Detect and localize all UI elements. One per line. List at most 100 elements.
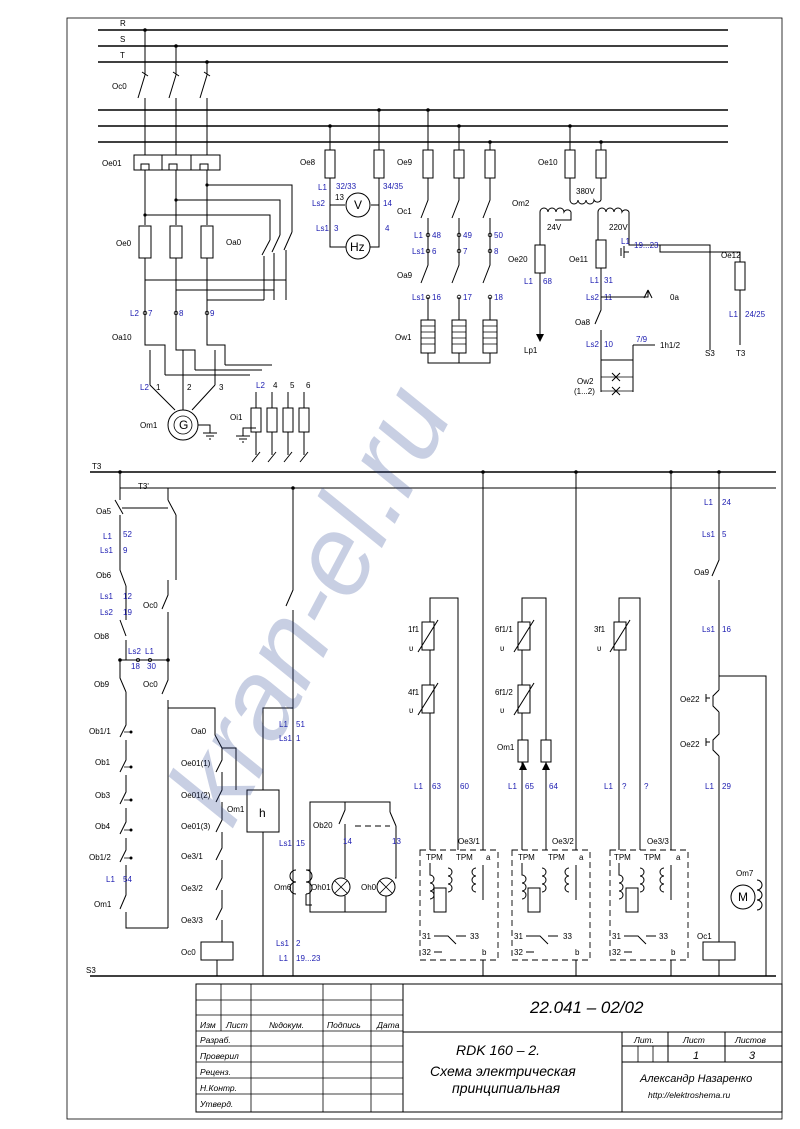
svg-text:L1: L1 — [414, 231, 423, 240]
oc0-label: Oc0 — [112, 82, 127, 91]
thermo-unit-1: 1f1 4f1 υ υ L1 63 60 Oe3/1 ТРМ ТРМ a 31 … — [408, 470, 499, 976]
svg-text:Дата: Дата — [376, 1020, 400, 1030]
oc0-contact-label: Oc0 — [143, 601, 158, 610]
svg-text:24: 24 — [722, 498, 731, 507]
hour-meter-lamps: h L1 51 Ls1 1 Ls1 15 Ob20 14 13 Om6 Oh01… — [246, 486, 401, 976]
svg-text:L1: L1 — [106, 875, 115, 884]
svg-text:b: b — [575, 948, 580, 957]
svg-text:Oh01: Oh01 — [311, 883, 331, 892]
meter-section: Oe8 V Hz L1 32/33 Ls2 13 Ls1 3 34/35 14 … — [300, 108, 404, 260]
svg-text:Реценз.: Реценз. — [200, 1067, 231, 1077]
svg-text:8: 8 — [179, 309, 184, 318]
om1-contact-label: Om1 — [94, 900, 112, 909]
svg-text:9: 9 — [123, 546, 128, 555]
svg-text:5: 5 — [722, 530, 727, 539]
svg-text:10: 10 — [604, 340, 613, 349]
ob1-label: Ob1 — [95, 758, 111, 767]
svg-text:Oe22: Oe22 — [680, 695, 700, 704]
author: Александр Назаренко — [639, 1073, 752, 1085]
svg-text:24V: 24V — [547, 223, 562, 232]
svg-text:Oe01(3): Oe01(3) — [181, 822, 211, 831]
svg-text:4f1: 4f1 — [408, 688, 420, 697]
svg-text:15: 15 — [296, 839, 305, 848]
svg-text:Ls2: Ls2 — [128, 647, 141, 656]
svg-text:13: 13 — [335, 193, 344, 202]
svg-text:Ls1: Ls1 — [100, 592, 113, 601]
svg-text:13: 13 — [392, 837, 401, 846]
svg-text:Ls1: Ls1 — [276, 939, 289, 948]
oe12-label: Oe12 — [721, 251, 741, 260]
svg-text:19...23: 19...23 — [296, 954, 321, 963]
svg-text:Oe3/3: Oe3/3 — [647, 837, 669, 846]
oa0-label: Oa0 — [226, 238, 242, 247]
svg-text:b: b — [671, 948, 676, 957]
svg-text:Ls1: Ls1 — [412, 293, 425, 302]
svg-text:Om1: Om1 — [227, 805, 245, 814]
svg-text:33: 33 — [563, 932, 572, 941]
om2-label: Om2 — [512, 199, 530, 208]
svg-text:L1: L1 — [524, 277, 533, 286]
svg-text:17: 17 — [463, 293, 472, 302]
top-buses: R S T — [98, 19, 728, 143]
svg-text:Ls2: Ls2 — [586, 293, 599, 302]
svg-text:υ: υ — [500, 644, 504, 653]
svg-text:(1...2): (1...2) — [574, 387, 595, 396]
svg-text:14: 14 — [383, 199, 392, 208]
ob6-label: Ob6 — [96, 571, 112, 580]
oe20-label: Oe20 — [508, 255, 528, 264]
svg-text:Oa0: Oa0 — [191, 727, 207, 736]
svg-text:34/35: 34/35 — [383, 182, 404, 191]
svg-text:Oe3/2: Oe3/2 — [552, 837, 574, 846]
svg-text:31: 31 — [422, 932, 431, 941]
svg-text:1f1: 1f1 — [408, 625, 420, 634]
svg-text:60: 60 — [460, 782, 469, 791]
svg-text:24/25: 24/25 — [745, 310, 766, 319]
svg-text:380V: 380V — [576, 187, 595, 196]
oc0-coil — [200, 941, 234, 961]
svg-text:принципиальная: принципиальная — [452, 1080, 561, 1096]
svg-text:4: 4 — [385, 224, 390, 233]
svg-text:M: M — [738, 890, 748, 904]
svg-text:2: 2 — [187, 383, 192, 392]
svg-text:ТРМ: ТРМ — [518, 853, 535, 862]
svg-text:Oe3/1: Oe3/1 — [458, 837, 480, 846]
svg-text:ТРМ: ТРМ — [426, 853, 443, 862]
oe10-label: Oe10 — [538, 158, 558, 167]
title-block: Изм Лист №докум. Подпись Дата Разраб. Пр… — [195, 983, 783, 1113]
bus-t3p-label: T3' — [138, 482, 149, 491]
svg-text:L1: L1 — [145, 647, 154, 656]
svg-text:7/9: 7/9 — [636, 335, 648, 344]
svg-text:Ls1: Ls1 — [702, 625, 715, 634]
svg-text:29: 29 — [722, 782, 731, 791]
svg-text:υ: υ — [409, 644, 413, 653]
svg-text:49: 49 — [463, 231, 472, 240]
svg-text:ТРМ: ТРМ — [644, 853, 661, 862]
ob8-label: Ob8 — [94, 632, 110, 641]
fan-coil-2 — [451, 319, 467, 354]
oi1-label: Oi1 — [230, 413, 243, 422]
lp1-label: Lp1 — [524, 346, 538, 355]
svg-text:ТРМ: ТРМ — [614, 853, 631, 862]
svg-text:b: b — [482, 948, 487, 957]
drawing-frame — [66, 17, 783, 1120]
svg-text:68: 68 — [543, 277, 552, 286]
svg-text:1h1/2: 1h1/2 — [660, 341, 681, 350]
svg-text:Ls1: Ls1 — [279, 839, 292, 848]
svg-text:Ls1: Ls1 — [316, 224, 329, 233]
svg-text:Om7: Om7 — [736, 869, 754, 878]
svg-text:L1: L1 — [604, 782, 613, 791]
thermo-unit-2: 6f1/1 6f1/2 υ υ Om1 L1 65 64 Oe3/2 ТРМ Т… — [495, 470, 591, 976]
svg-text:L1: L1 — [729, 310, 738, 319]
svg-text:Схема электрическая: Схема электрическая — [430, 1063, 576, 1079]
svg-text:?: ? — [622, 782, 627, 791]
ow1-label: Ow1 — [395, 333, 412, 342]
svg-text:52: 52 — [123, 530, 132, 539]
oe8-label: Oe8 — [300, 158, 316, 167]
svg-text:Разраб.: Разраб. — [200, 1035, 231, 1045]
svg-text:L2: L2 — [140, 383, 149, 392]
svg-text:31: 31 — [514, 932, 523, 941]
svg-text:30: 30 — [147, 662, 156, 671]
ob1-1-label: Ob1/1 — [89, 727, 111, 736]
